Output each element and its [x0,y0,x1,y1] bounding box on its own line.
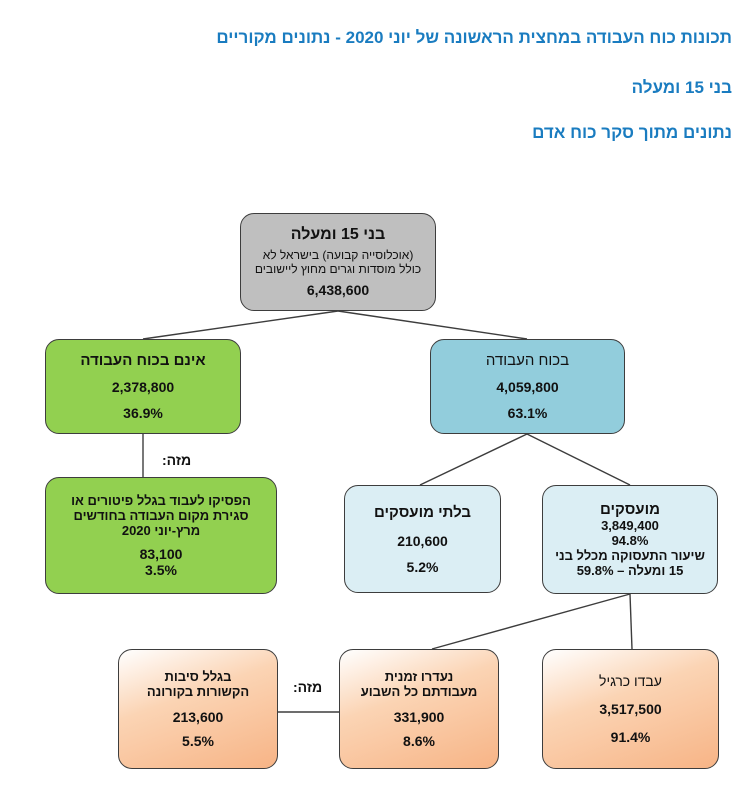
of-which-label: מזה: [162,452,192,468]
node-value: 2,378,800 [111,379,175,395]
node-line1: נעדרו זמנית [384,669,454,684]
node-value: 213,600 [172,709,224,725]
node-percent: 8.6% [403,733,435,749]
node-desc-line2: כולל מוסדות וגרים מחוץ ליישובים [254,262,422,276]
node-title: בכוח העבודה [485,352,570,369]
node-line2: הקשורות בקורונה [146,684,250,699]
node-employed: מועסקים 3,849,400 94.8% שיעור התעסוקה מכ… [542,485,718,594]
node-value: 3,849,400 [601,518,659,533]
node-percent: 5.2% [406,558,439,575]
node-title: אינם בכוח העבודה [80,352,206,369]
node-rate-line1: שיעור התעסוקה מכלל בני [555,548,705,563]
node-line2: מעבודתם כל השבוע [360,684,478,699]
node-not-in-labor-force: אינם בכוח העבודה 2,378,800 36.9% [45,339,241,434]
line-labor-to-unemployed [419,433,528,486]
node-percent: 5.5% [182,733,214,749]
line-employed-to-temp [431,593,631,650]
node-percent: 36.9% [123,405,163,421]
node-line3: מרץ-יוני 2020 [121,523,201,538]
node-title: מועסקים [600,501,660,518]
node-temporarily-absent: נעדרו זמנית מעבודתם כל השבוע 331,900 8.6… [339,649,499,769]
node-title: בלתי מועסקים [373,503,472,521]
page-subtitle: בני 15 ומעלה [631,78,732,97]
node-title: בני 15 ומעלה [290,226,386,243]
node-percent: 91.4% [610,729,651,745]
node-percent: 94.8% [611,533,649,548]
node-worked-regularly: עבדו כרגיל 3,517,500 91.4% [542,649,719,769]
node-percent: 3.5% [145,562,177,578]
node-title: עבדו כרגיל [599,673,662,689]
node-line2: סגירת מקום העבודה בחודשים [73,508,249,523]
node-unemployed: בלתי מועסקים 210,600 5.2% [344,485,501,593]
node-percent: 63.1% [507,405,548,421]
of-which-label: מזה: [293,679,323,695]
node-stopped-working: הפסיקו לעבוד בגלל פיטורים או סגירת מקום … [45,477,277,594]
node-line1: בגלל סיבות [164,669,232,684]
node-value: 6,438,600 [306,282,370,298]
node-value: 83,100 [139,546,183,562]
node-corona-reasons: בגלל סיבות הקשורות בקורונה 213,600 5.5% [118,649,278,769]
node-desc-line1: (אוכלוסייה קבועה) בישראל לא [262,248,414,262]
node-value: 3,517,500 [599,701,662,717]
node-value: 331,900 [393,709,445,725]
line-employed-to-regular [629,593,633,650]
data-source-note: נתונים מתוך סקר כוח אדם [532,123,732,142]
line-root-to-not-in-labor [142,310,339,340]
node-value: 4,059,800 [496,379,559,395]
node-population-15-plus: בני 15 ומעלה (אוכלוסייה קבועה) בישראל לא… [240,213,436,311]
page-title: תכונות כוח העבודה במחצית הראשונה של יוני… [216,28,732,47]
node-labor-force: בכוח העבודה 4,059,800 63.1% [430,339,625,434]
line-root-to-labor-force [337,310,528,340]
node-value: 210,600 [397,532,448,549]
node-rate-line2: 15 ומעלה – 59.8% [576,563,684,578]
node-line1: הפסיקו לעבוד בגלל פיטורים או [71,493,251,508]
line-labor-to-employed [526,433,631,486]
